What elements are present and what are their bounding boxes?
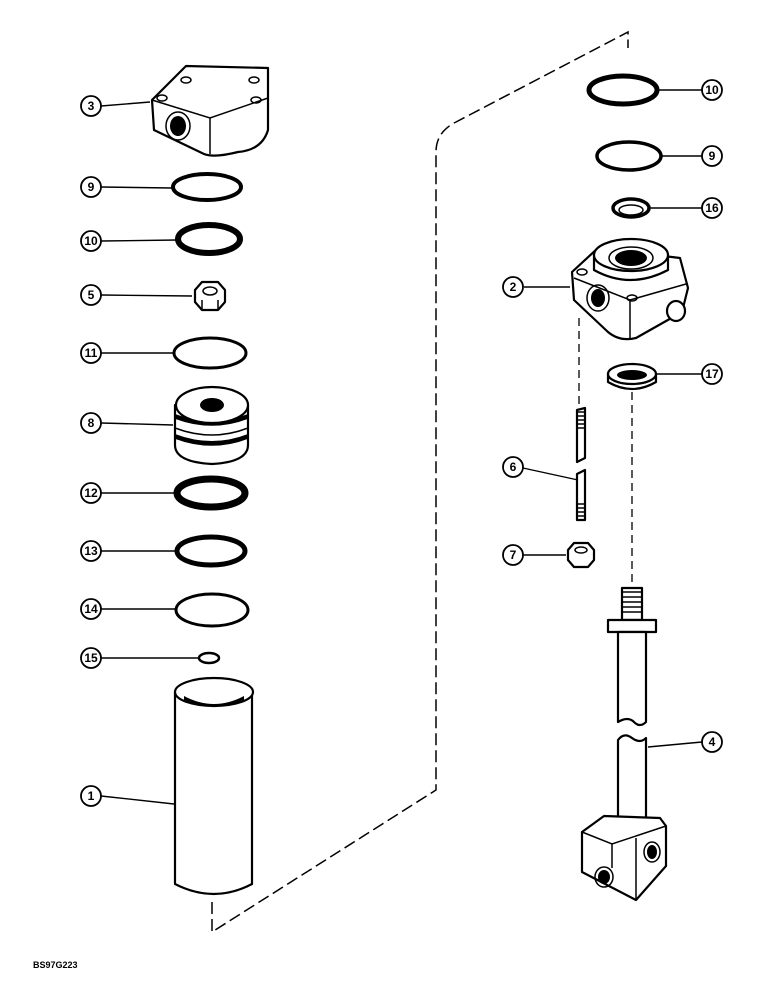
- part-oring-12: [173, 475, 249, 511]
- part-nut-7: [566, 541, 596, 569]
- drawing-code: BS97G223: [33, 960, 78, 970]
- part-oring-10-left: [175, 222, 243, 256]
- callout-14: 14: [80, 598, 102, 620]
- callout-17-label: 17: [705, 367, 719, 381]
- callout-10-left-label: 10: [84, 234, 98, 248]
- part-cylinder-barrel-1: [173, 676, 255, 896]
- part-ring-14: [174, 592, 250, 628]
- callout-8: 8: [80, 412, 102, 434]
- callout-7: 7: [502, 544, 524, 566]
- callout-10-left: 10: [80, 230, 102, 252]
- leader-3: [100, 101, 151, 107]
- callout-16: 16: [701, 197, 723, 219]
- part-piston-8: [173, 385, 250, 466]
- callout-8-label: 8: [88, 416, 95, 430]
- callout-5-label: 5: [88, 288, 95, 302]
- callout-12: 12: [80, 482, 102, 504]
- leader-6: [522, 467, 579, 481]
- callout-6-label: 6: [510, 460, 517, 474]
- callout-6: 6: [502, 456, 524, 478]
- callout-9-right: 9: [701, 145, 723, 167]
- callout-9-left-label: 9: [88, 180, 95, 194]
- part-seal-16: [611, 197, 651, 219]
- leader-5: [100, 294, 193, 297]
- callout-4: 4: [701, 731, 723, 753]
- part-ring-11: [172, 336, 248, 370]
- callout-15-label: 15: [84, 651, 98, 665]
- callout-1-label: 1: [88, 789, 95, 803]
- part-ring-9-right: [595, 140, 663, 172]
- callout-12-label: 12: [84, 486, 98, 500]
- callout-14-label: 14: [84, 602, 98, 616]
- callout-11: 11: [80, 342, 102, 364]
- part-ring-9-left: [171, 172, 243, 202]
- callout-13: 13: [80, 540, 102, 562]
- callout-7-label: 7: [510, 548, 517, 562]
- callout-2: 2: [502, 276, 524, 298]
- callout-15: 15: [80, 647, 102, 669]
- part-oring-13: [174, 534, 248, 568]
- leader-1: [100, 795, 175, 805]
- part-end-cap: [150, 64, 270, 157]
- part-rod-seal-17: [606, 362, 658, 391]
- callout-9-right-label: 9: [709, 149, 716, 163]
- part-piston-rod-4: [580, 586, 668, 902]
- part-hex-nut-5: [193, 280, 227, 312]
- callout-1: 1: [80, 785, 102, 807]
- callout-5: 5: [80, 284, 102, 306]
- callout-16-label: 16: [705, 201, 719, 215]
- part-ring-15: [197, 651, 221, 665]
- callout-11-label: 11: [85, 346, 98, 360]
- callout-4-label: 4: [709, 735, 716, 749]
- callout-13-label: 13: [84, 544, 98, 558]
- leader-8: [100, 422, 174, 426]
- assembly-dashed-path: [211, 30, 629, 934]
- part-tie-stud-6: [575, 406, 587, 522]
- callout-17: 17: [701, 363, 723, 385]
- callout-2-label: 2: [510, 280, 517, 294]
- part-head-block-2: [570, 237, 690, 341]
- callout-3: 3: [80, 95, 102, 117]
- leader-10-left: [100, 239, 178, 242]
- callout-10-right-label: 10: [705, 83, 719, 97]
- part-oring-10-right: [586, 73, 660, 107]
- callout-3-label: 3: [88, 99, 95, 113]
- leader-4: [647, 741, 703, 748]
- callout-10-right: 10: [701, 79, 723, 101]
- callout-9-left: 9: [80, 176, 102, 198]
- leader-9-left: [100, 186, 173, 189]
